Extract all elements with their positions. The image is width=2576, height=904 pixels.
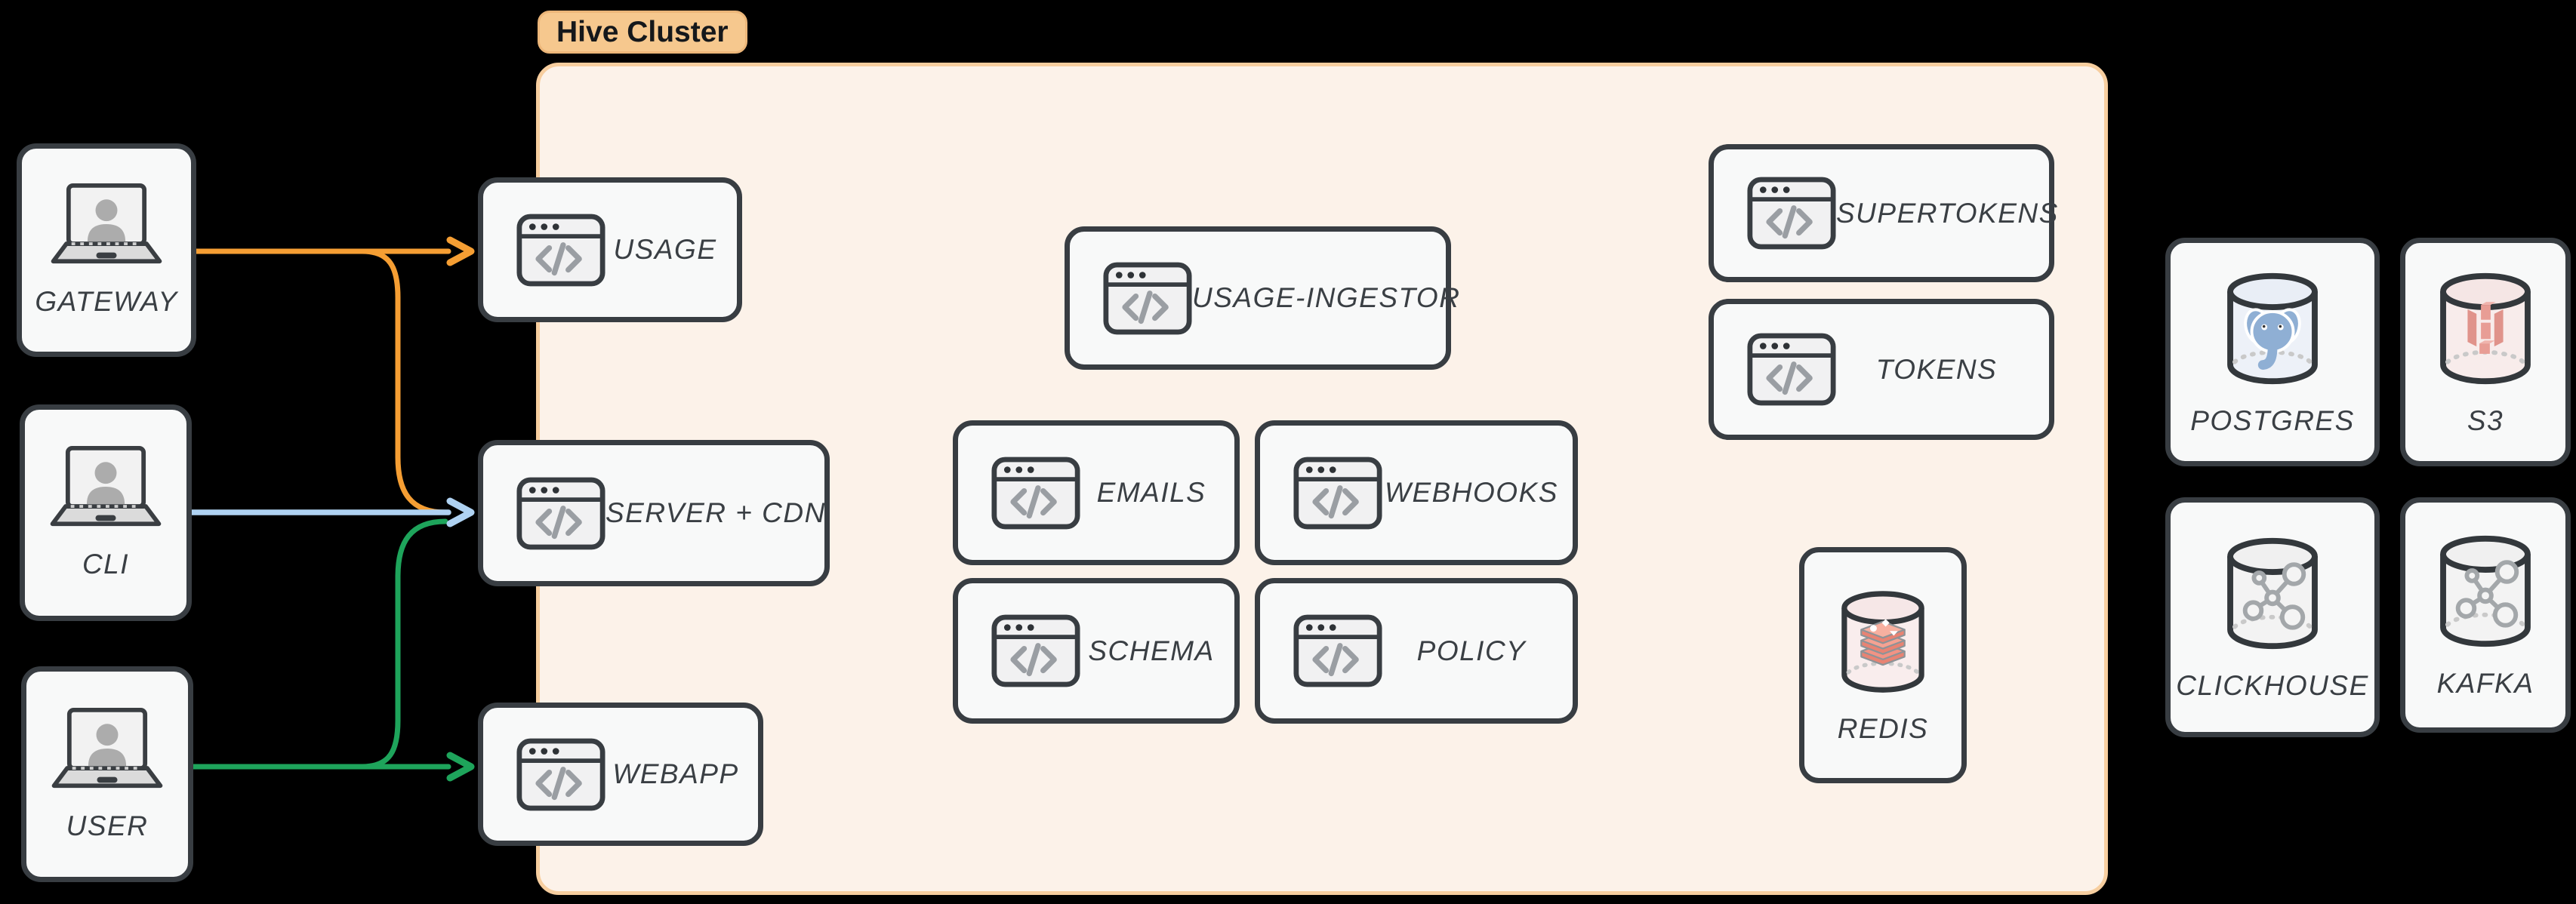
node-kafka[interactable]: KAFKA	[2400, 497, 2571, 733]
node-postgres[interactable]: POSTGRES	[2165, 238, 2380, 466]
node-redis[interactable]: REDIS	[1799, 547, 1967, 783]
node-label: REDIS	[1837, 712, 1929, 744]
node-label: SUPERTOKENS	[1836, 197, 2059, 229]
node-label: S3	[2467, 404, 2504, 436]
code-window-icon	[991, 614, 1080, 687]
node-cli[interactable]: CLI	[20, 404, 192, 621]
node-emails[interactable]: EMAILS	[953, 420, 1240, 565]
node-supertokens[interactable]: SUPERTOKENS	[1709, 144, 2057, 282]
laptop-user-icon	[44, 445, 168, 529]
node-tokens[interactable]: TOKENS	[1709, 299, 2054, 440]
node-label: SCHEMA	[1088, 635, 1215, 666]
code-window-icon	[1747, 333, 1836, 406]
laptop-user-icon	[45, 183, 168, 266]
node-label: POLICY	[1416, 635, 1527, 666]
node-label: SERVER + CDN	[605, 497, 826, 528]
code-window-icon	[1747, 177, 1836, 250]
s3-database-icon	[2433, 268, 2537, 390]
node-webhooks[interactable]: WEBHOOKS	[1255, 420, 1578, 565]
node-label: TOKENS	[1875, 353, 1998, 385]
code-window-icon	[516, 214, 605, 287]
hive-cluster-title: Hive Cluster	[538, 11, 747, 54]
code-window-icon	[516, 477, 605, 550]
code-window-icon	[1293, 457, 1382, 530]
node-clickhouse[interactable]: CLICKHOUSE	[2165, 497, 2380, 737]
node-label: CLI	[82, 549, 130, 580]
node-user[interactable]: USER	[21, 666, 193, 882]
code-window-icon	[991, 457, 1080, 530]
node-label: POSTGRES	[2190, 404, 2355, 436]
node-usage[interactable]: USAGE	[478, 177, 742, 322]
node-label: GATEWAY	[35, 286, 178, 317]
code-window-icon	[516, 738, 605, 811]
node-label: WEBAPP	[612, 758, 739, 789]
node-webapp[interactable]: WEBAPP	[478, 703, 763, 846]
kafka-database-icon	[2433, 530, 2537, 653]
laptop-user-icon	[45, 707, 169, 791]
node-label: WEBHOOKS	[1385, 477, 1558, 508]
node-label: USAGE-INGESTOR	[1192, 282, 1461, 313]
node-usage-ingestor[interactable]: USAGE-INGESTOR	[1065, 226, 1459, 370]
code-window-icon	[1293, 614, 1382, 687]
postgres-database-icon	[2220, 268, 2325, 390]
edge-gateway-to-server-cdn	[359, 248, 448, 515]
redis-database-icon	[1835, 586, 1930, 698]
node-gateway[interactable]: GATEWAY	[17, 143, 196, 357]
node-s3[interactable]: S3	[2400, 238, 2571, 466]
clickhouse-database-icon	[2220, 533, 2325, 655]
code-window-icon	[1103, 262, 1192, 335]
node-schema[interactable]: SCHEMA	[953, 578, 1240, 724]
node-label: EMAILS	[1096, 477, 1206, 508]
node-label: CLICKHOUSE	[2176, 670, 2369, 701]
node-server-cdn[interactable]: SERVER + CDN	[478, 440, 830, 586]
node-label: KAFKA	[2436, 668, 2534, 699]
edge-user-to-server-cdn	[359, 518, 448, 770]
node-policy[interactable]: POLICY	[1255, 578, 1578, 724]
node-label: USAGE	[613, 234, 717, 265]
node-label: USER	[66, 810, 149, 841]
